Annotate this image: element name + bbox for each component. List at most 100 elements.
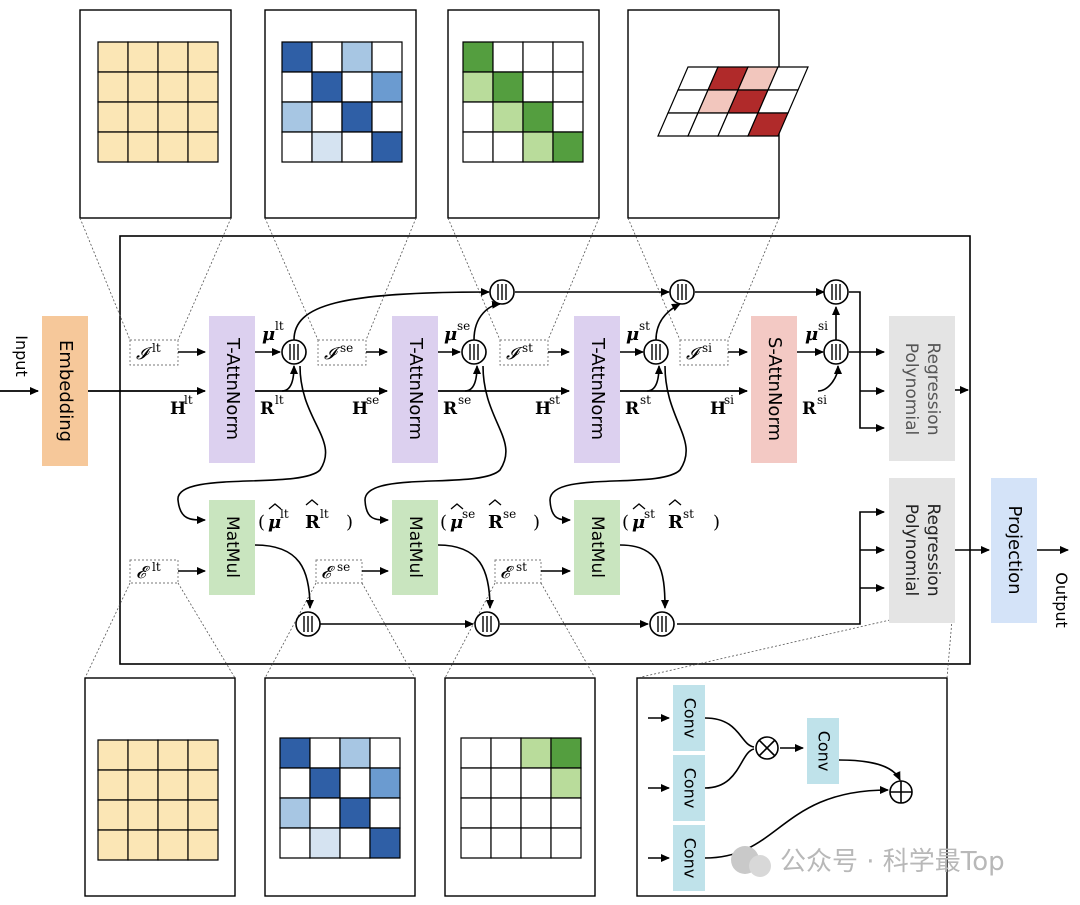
h-se-symbol: H (352, 399, 368, 419)
hat-r-lt: R (305, 512, 321, 533)
indicator-lt-symbol: 𝓘 (136, 344, 153, 364)
grid-cell (157, 829, 189, 861)
poly-bottom-line2: Regression (923, 504, 943, 597)
grid-cell (520, 737, 552, 769)
grid-cell (279, 827, 311, 859)
matmul-se-label: MatMul (405, 516, 425, 578)
grid-cell (339, 737, 371, 769)
s-attnnorm-si-label: S-AttnNorm (764, 337, 785, 441)
grid-cell (187, 41, 219, 73)
grid-bottom-st (460, 737, 582, 859)
e-lt-symbol: 𝓔 (136, 563, 151, 583)
grid-cell (127, 739, 159, 771)
grid-cell (550, 737, 582, 769)
grid-cell (747, 112, 789, 137)
grid-cell (520, 767, 552, 799)
mu-st-symbol: μ (626, 324, 639, 345)
grid-cell (369, 797, 401, 829)
grid-cell (371, 131, 403, 163)
matmul-st-label: MatMul (587, 516, 607, 578)
grid-cell (311, 131, 343, 163)
hat-lt-open: ( (258, 512, 265, 533)
matmul-se-block (392, 500, 438, 595)
grid-cell (157, 41, 189, 73)
grid-cell (187, 769, 219, 801)
projection-block (991, 478, 1037, 623)
matmul-lt-label: MatMul (222, 516, 242, 578)
grid-cell (279, 737, 311, 769)
grid-cell (341, 41, 373, 73)
grid-cell (311, 71, 343, 103)
grid-cell (281, 41, 313, 73)
s-attnnorm-si-block (751, 316, 797, 463)
grid-cell (462, 41, 494, 73)
watermark-text: 公众号 · 科学最Top (780, 847, 1005, 877)
grid-cell (157, 71, 189, 103)
mu-lt-symbol: μ (262, 324, 275, 345)
top-flow (177, 288, 885, 524)
grid-cell (157, 101, 189, 133)
grid-cell (97, 131, 129, 163)
grid-top-lt (97, 41, 219, 163)
h-st-symbol: H (535, 399, 551, 419)
grid-cell (371, 101, 403, 133)
grid-cell (281, 131, 313, 163)
grid-cell (522, 71, 554, 103)
grid-cell (311, 101, 343, 133)
grid-cell (187, 739, 219, 771)
r-se-symbol: R (443, 399, 458, 419)
grid-cell (311, 41, 343, 73)
hat-r-se-sup: se (503, 507, 516, 521)
hat-mu-st: μ (632, 512, 645, 533)
hat-se-close: ) (533, 512, 540, 533)
hat-mu-st-sup: st (644, 507, 655, 521)
hat-r-st: R (668, 512, 684, 533)
grid-cell (339, 767, 371, 799)
grid-top-st (462, 41, 584, 163)
grid-cell (552, 71, 584, 103)
grid-cell (490, 797, 522, 829)
indicator-st-sup: st (522, 341, 533, 355)
mu-se-sup: se (457, 319, 470, 333)
grid-cell (157, 739, 189, 771)
indicator-si-sup: si (702, 341, 712, 355)
mu-si-symbol: μ (805, 324, 818, 345)
hat-mu-lt: μ (268, 512, 281, 533)
grid-cell (187, 829, 219, 861)
hat-mu-lt-sup: lt (280, 507, 289, 521)
grid-cell (460, 767, 492, 799)
h-si-symbol: H (710, 399, 726, 419)
grid-cell (97, 829, 129, 861)
h-st-sup: st (549, 393, 560, 407)
bottom-flow (178, 386, 1069, 628)
r-lt-sup: lt (275, 393, 284, 407)
grid-cell (371, 41, 403, 73)
grid-cell (339, 827, 371, 859)
grid-cell (97, 769, 129, 801)
e-se-sup: se (337, 560, 350, 574)
grid-cell (309, 767, 341, 799)
grid-cell (492, 131, 524, 163)
grid-cell (492, 101, 524, 133)
watermark: 公众号 · 科学最Top (731, 846, 1005, 877)
poly-top-line2: Regression (923, 343, 943, 436)
conv-block-4 (807, 718, 839, 784)
grid-cell (281, 101, 313, 133)
hat-lt-close: ) (346, 512, 353, 533)
embedding-block (42, 316, 88, 466)
hat-mu-se: μ (450, 512, 463, 533)
grid-cell (460, 797, 492, 829)
embedding-label: Embedding (55, 340, 76, 442)
r-st-symbol: R (625, 399, 640, 419)
grid-cell (187, 101, 219, 133)
mu-lt-sup: lt (275, 319, 284, 333)
grid-cell (127, 769, 159, 801)
hat-se-open: ( (440, 512, 447, 533)
grid-cell (369, 767, 401, 799)
indicator-st-symbol: 𝓘 (506, 344, 523, 364)
grid-bottom-se (279, 737, 401, 859)
grid-cell (157, 799, 189, 831)
grid-cell (369, 827, 401, 859)
t-attnnorm-lt-block (209, 316, 255, 463)
